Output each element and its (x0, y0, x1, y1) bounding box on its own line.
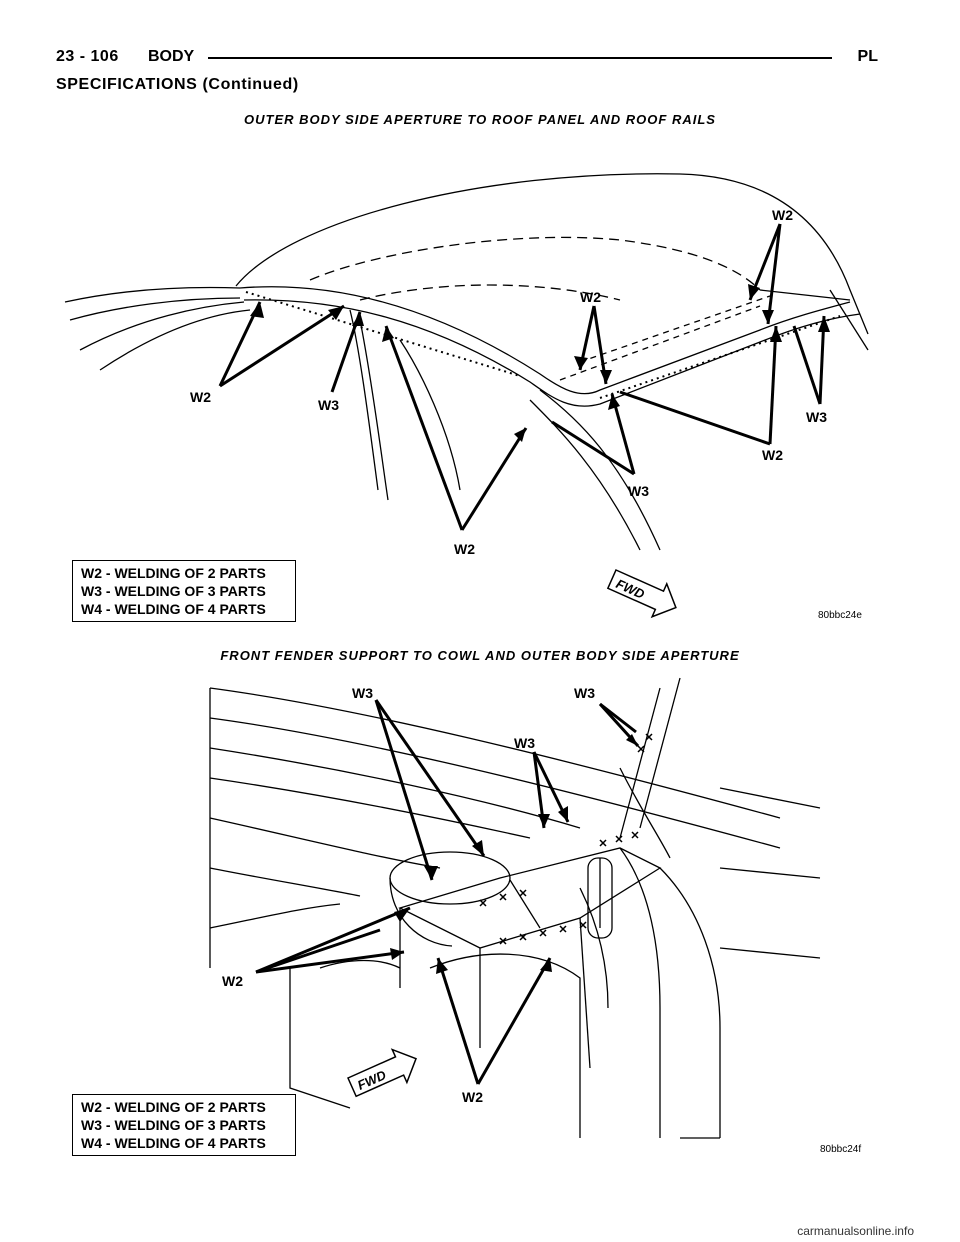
legend-w2: W2 - WELDING OF 2 PARTS (81, 1099, 266, 1115)
model-code: PL (857, 48, 878, 65)
figure1-legend: W2 - WELDING OF 2 PARTS W3 - WELDING OF … (72, 560, 296, 622)
figure1-id: 80bbc24e (818, 610, 862, 621)
header-rule (208, 57, 832, 59)
fig2-callout-w3-mid: W3 (514, 735, 535, 751)
footer-watermark: carmanualsonline.info (797, 1224, 914, 1238)
legend-w2: W2 - WELDING OF 2 PARTS (81, 565, 266, 581)
fig2-callout-w3-top-left: W3 (352, 685, 373, 701)
figure1-roof-diagram: W2 W3 W2 W2 W3 W2 W3 W2 FWD (64, 173, 869, 619)
legend-w3: W3 - WELDING OF 3 PARTS (81, 583, 266, 599)
legend-w4: W4 - WELDING OF 4 PARTS (81, 1135, 266, 1151)
fig2-callout-w2-bottom: W2 (462, 1089, 483, 1105)
fwd-arrow-icon: FWD (606, 569, 677, 619)
legend-w4: W4 - WELDING OF 4 PARTS (81, 601, 266, 617)
legend-w3: W3 - WELDING OF 3 PARTS (81, 1117, 266, 1133)
section-title: BODY (148, 48, 195, 65)
subheading: SPECIFICATIONS (Continued) (56, 76, 299, 93)
fig1-callout-w2-left: W2 (190, 389, 211, 405)
fig1-callout-w2-upper-right: W2 (772, 207, 793, 223)
fwd-arrow-icon: FWD (347, 1048, 417, 1098)
page-header: 23 - 106 BODY PL (56, 48, 878, 68)
fig1-callout-w3-right: W3 (806, 409, 827, 425)
figure2-legend: W2 - WELDING OF 2 PARTS W3 - WELDING OF … (72, 1094, 296, 1156)
page-number: 23 - 106 (56, 48, 119, 65)
fig1-callout-w2-lower-right: W2 (762, 447, 783, 463)
fig2-callout-w2-left: W2 (222, 973, 243, 989)
figure2-fender-diagram: W3 W3 W3 W2 W2 FWD (209, 677, 821, 1139)
fig1-callout-w3-left: W3 (318, 397, 339, 413)
fig2-callout-w3-top-right: W3 (574, 685, 595, 701)
figure2-title: FRONT FENDER SUPPORT TO COWL AND OUTER B… (220, 648, 740, 663)
figure1-title: OUTER BODY SIDE APERTURE TO ROOF PANEL A… (244, 112, 716, 127)
fig1-callout-w2-mid: W2 (580, 289, 601, 305)
fig1-callout-w2-bottom: W2 (454, 541, 475, 557)
fig1-callout-w3-lower: W3 (628, 483, 649, 499)
figure2-id: 80bbc24f (820, 1144, 862, 1155)
